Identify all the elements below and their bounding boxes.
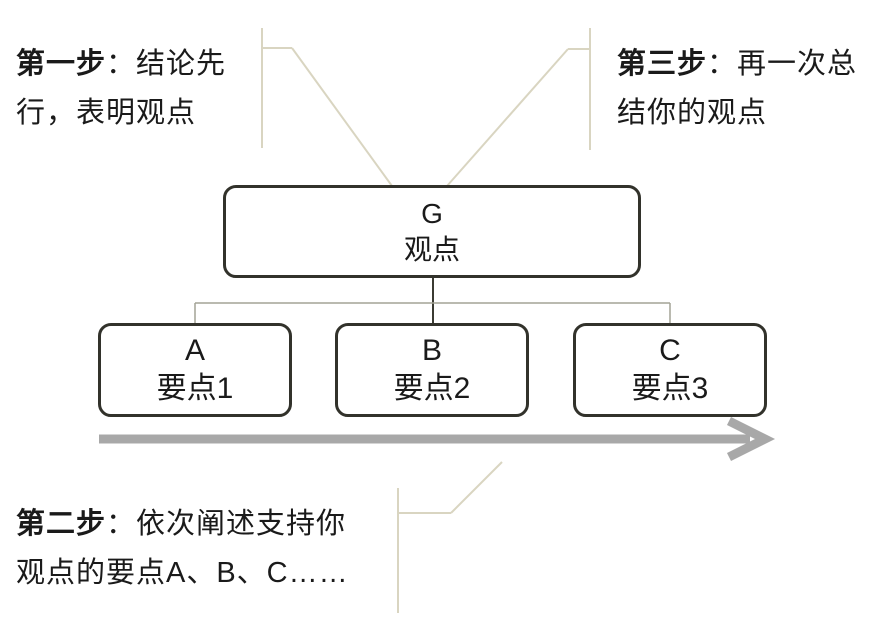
step2-callout-line (397, 461, 503, 613)
step3-text-line1: ：再一次总 (707, 48, 858, 80)
step2-text-line1: ：依次阐述支持你 (106, 508, 347, 540)
point-box-letter: C (659, 334, 681, 367)
tree-connector (194, 278, 671, 324)
root-box-letter: G (421, 197, 443, 229)
step1-note: 第一步：结论先 行，表明观点 (16, 40, 226, 138)
point-box-letter: A (184, 334, 205, 367)
step2-prefix: 第二步 (16, 508, 107, 540)
step2-text-line2: 观点的要点A、B、C…… (16, 557, 349, 589)
step2-note: 第二步：依次阐述支持你 观点的要点A、B、C…… (16, 500, 349, 598)
step3-text-line2: 结你的观点 (617, 97, 768, 129)
point-box-c: C 要点3 (573, 323, 767, 417)
step3-prefix: 第三步 (617, 48, 708, 80)
step1-prefix: 第一步 (16, 48, 107, 80)
flow-arrow (99, 416, 776, 462)
point-box-letter: B (421, 334, 442, 367)
root-box-label: 观点 (403, 233, 460, 265)
point-box-a: A 要点1 (98, 323, 292, 417)
step1-text-line2: 行，表明观点 (16, 97, 197, 129)
point-box-label: 要点3 (631, 372, 709, 405)
root-viewpoint-box: G 观点 (223, 185, 641, 278)
point-box-label: 要点1 (156, 372, 234, 405)
point-box-label: 要点2 (393, 372, 471, 405)
step1-text-line1: ：结论先 (106, 48, 227, 80)
step3-note: 第三步：再一次总 结你的观点 (617, 40, 857, 138)
step1-callout-line (261, 28, 393, 187)
step3-callout-line (446, 28, 591, 187)
point-box-b: B 要点2 (335, 323, 529, 417)
